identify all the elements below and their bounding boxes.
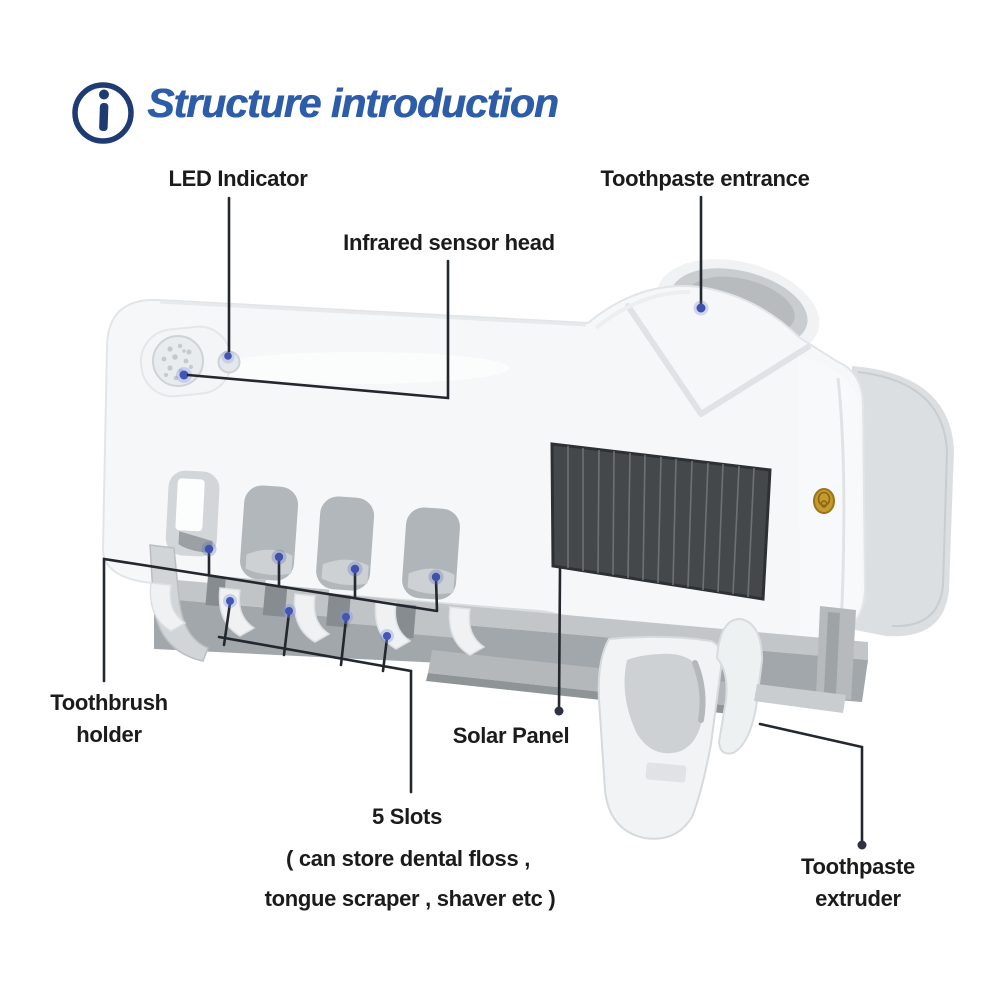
infrared-sensor-lens bbox=[139, 325, 233, 398]
slot-callout-dots bbox=[201, 541, 444, 585]
label-slots-note-line2: tongue scraper , shaver etc ) bbox=[264, 886, 556, 911]
extruder-slot bbox=[645, 762, 687, 783]
toothbrush-slot bbox=[165, 470, 220, 557]
extruder-callout-line bbox=[758, 722, 864, 846]
label-slots-note-line1: ( can store dental floss , bbox=[285, 846, 531, 871]
label-toothpaste-extruder: Toothpaste extruder bbox=[801, 851, 915, 915]
solar-callout-dot bbox=[554, 706, 564, 716]
page-title: Structure introduction bbox=[147, 80, 559, 126]
entrance-callout-dot bbox=[693, 300, 709, 316]
toothbrush-slot bbox=[316, 496, 375, 591]
callout-dots bbox=[201, 300, 867, 850]
infrared-callout-dot bbox=[179, 370, 189, 380]
led-callout-dot bbox=[224, 352, 232, 360]
label-toothbrush-holder: Toothbrush holder bbox=[50, 687, 168, 751]
label-toothbrush-holder-line2: holder bbox=[76, 722, 142, 747]
label-toothpaste-extruder-line2: extruder bbox=[815, 886, 901, 911]
info-circle-icon bbox=[72, 82, 134, 144]
slot-divider-ribs bbox=[149, 582, 486, 656]
label-toothbrush-holder-line1: Toothbrush bbox=[50, 690, 168, 715]
label-infrared-sensor-head: Infrared sensor head bbox=[343, 230, 555, 255]
infrared-callout-line bbox=[186, 259, 450, 400]
tray-left-hook bbox=[149, 544, 209, 662]
toothbrush-slots bbox=[165, 470, 460, 600]
slots-callout-line bbox=[217, 601, 413, 794]
solar-panel bbox=[550, 442, 772, 601]
label-solar-panel: Solar Panel bbox=[452, 723, 570, 748]
extruder-callout-dot bbox=[857, 840, 867, 850]
toothbrush-slot bbox=[240, 485, 299, 581]
wall-mount-plate bbox=[850, 366, 954, 637]
toothbrush-slot bbox=[402, 507, 460, 600]
wall-bracket bbox=[754, 606, 856, 713]
annotation-lines bbox=[102, 195, 864, 846]
toothpaste-extruder-clamp bbox=[597, 617, 764, 840]
entrance-chute-crease bbox=[625, 303, 811, 417]
diagram-header: Structure introduction bbox=[0, 0, 1001, 150]
solar-callout-line bbox=[557, 567, 562, 712]
gold-button bbox=[813, 488, 835, 514]
label-toothpaste-extruder-line1: Toothpaste bbox=[801, 854, 915, 879]
label-led-indicator: LED Indicator bbox=[168, 166, 308, 191]
led-indicator-light bbox=[217, 350, 241, 374]
end-cap-seam bbox=[836, 377, 846, 631]
holder-callout-line bbox=[102, 549, 439, 683]
label-toothpaste-entrance: Toothpaste entrance bbox=[600, 166, 810, 191]
tray-callout-dots bbox=[223, 594, 394, 643]
extruder-lever bbox=[715, 617, 764, 755]
label-5-slots: 5 Slots bbox=[371, 804, 443, 829]
